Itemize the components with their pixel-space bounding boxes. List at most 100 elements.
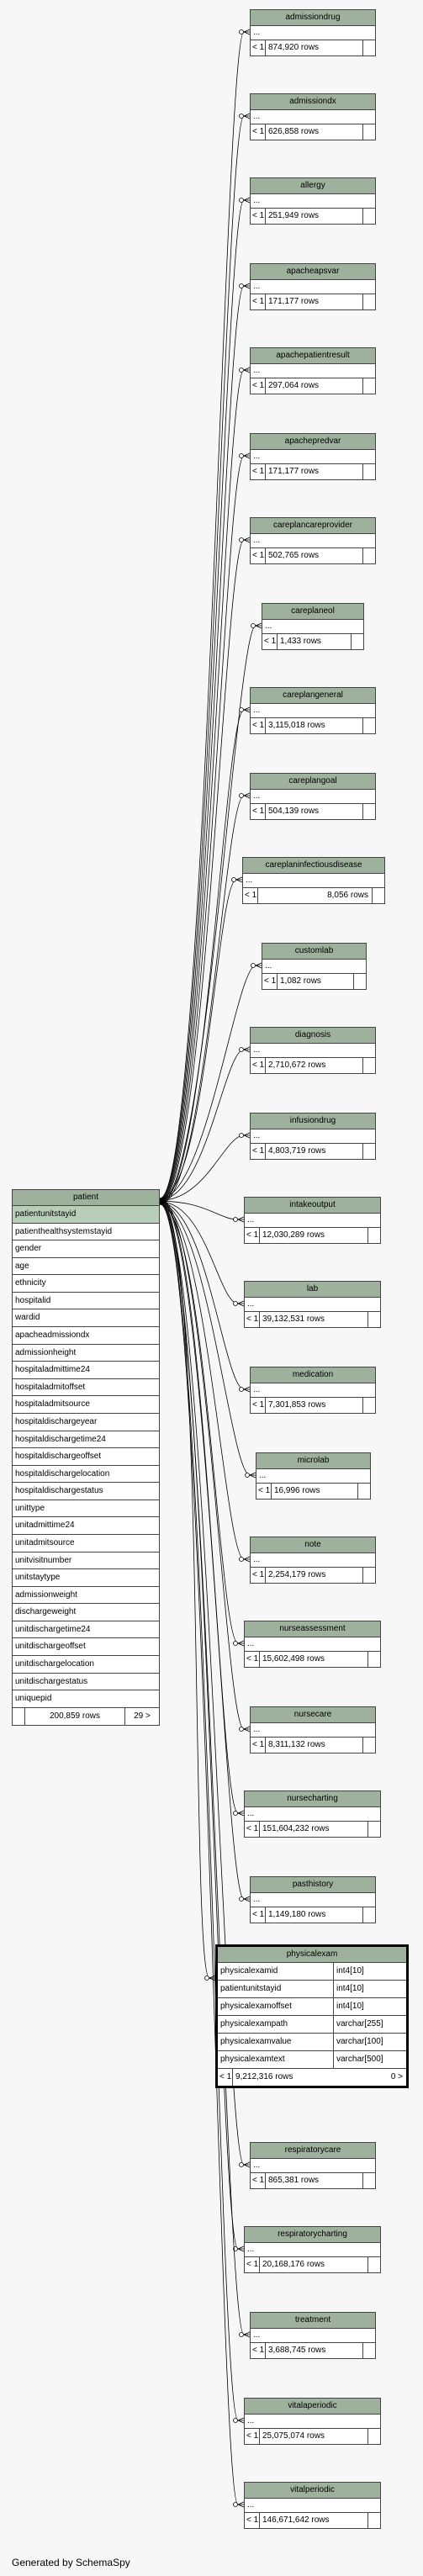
patient-column[interactable]: unitstaytype [13, 1569, 159, 1587]
careplaneol-table-header[interactable]: careplaneol [262, 604, 363, 620]
vitalaperiodic-table-header[interactable]: vitalaperiodic [245, 2399, 380, 2415]
patient-column[interactable]: hospitalid [13, 1293, 159, 1310]
patient-column[interactable]: unitdischargelocation [13, 1656, 159, 1674]
respiratorycharting-table-header[interactable]: respiratorycharting [245, 2227, 380, 2243]
patient-column[interactable]: apacheadmissiondx [13, 1327, 159, 1345]
patient-column[interactable]: age [13, 1258, 159, 1276]
patient-column-count[interactable]: 29 > [134, 1711, 151, 1721]
patient-column[interactable]: patienthealthsystemstayid [13, 1224, 159, 1241]
apachepatientresult-table-header[interactable]: apachepatientresult [251, 348, 375, 364]
note-table-header[interactable]: note [251, 1537, 375, 1553]
careplangoal-table-header[interactable]: careplangoal [251, 774, 375, 790]
patient-column[interactable]: unitvisitnumber [13, 1552, 159, 1570]
nursecare-table-header[interactable]: nursecare [251, 1707, 375, 1723]
patient-row-count: 200,859 rows [25, 1707, 125, 1725]
admissiondrug-table-header[interactable]: admissiondrug [251, 10, 375, 26]
patient-column[interactable]: gender [13, 1240, 159, 1258]
patient-column[interactable]: hospitaldischargelocation [13, 1466, 159, 1484]
admissiondx-table-header[interactable]: admissiondx [251, 94, 375, 110]
microlab-table-header[interactable]: microlab [256, 1453, 370, 1469]
vitalperiodic-table-header[interactable]: vitalperiodic [245, 2483, 380, 2499]
patient-column[interactable]: unitdischargestatus [13, 1674, 159, 1691]
customlab-table-header[interactable]: customlab [262, 944, 366, 960]
diagnosis-table-header[interactable]: diagnosis [251, 1028, 375, 1044]
patient-column[interactable]: hospitaldischargestatus [13, 1483, 159, 1500]
patient-column[interactable]: admissionheight [13, 1345, 159, 1362]
treatment-table-header[interactable]: treatment [251, 2313, 375, 2329]
intakeoutput-table-header[interactable]: intakeoutput [245, 1198, 380, 1214]
patient-column[interactable]: uniquepid [13, 1690, 159, 1708]
patient-column[interactable]: hospitaldischargetime24 [13, 1431, 159, 1449]
infusiondrug-table-header[interactable]: infusiondrug [251, 1113, 375, 1129]
patient-column[interactable]: admissionweight [13, 1587, 159, 1605]
pasthistory-table-header[interactable]: pasthistory [251, 1877, 375, 1893]
medication-table-header[interactable]: medication [251, 1367, 375, 1383]
careplangeneral-table-header[interactable]: careplangeneral [251, 688, 375, 704]
patient-column[interactable]: unitadmitsource [13, 1535, 159, 1552]
lab-table-header[interactable]: lab [245, 1282, 380, 1298]
careplaninfectiousdisease-table-header[interactable]: careplaninfectiousdisease [243, 858, 384, 874]
patient-column[interactable]: dischargeweight [13, 1604, 159, 1621]
careplancareprovider-table-header[interactable]: careplancareprovider [251, 518, 375, 534]
physicalexam-child-count[interactable]: 0 > [390, 2072, 403, 2081]
patient-column[interactable]: hospitaldischargeoffset [13, 1448, 159, 1466]
patient-column[interactable]: ethnicity [13, 1275, 159, 1293]
patient-column[interactable]: hospitaladmitsource [13, 1396, 159, 1414]
patient-table-header[interactable]: patient [13, 1190, 159, 1206]
allergy-table-header[interactable]: allergy [251, 178, 375, 194]
patient-column[interactable]: hospitaladmittime24 [13, 1362, 159, 1379]
patient-column[interactable]: unittype [13, 1500, 159, 1518]
physicalexam-table-header[interactable]: physicalexam [218, 1947, 406, 1963]
patient-column[interactable]: hospitaldischargeyear [13, 1414, 159, 1431]
patient-column[interactable]: unitadmittime24 [13, 1517, 159, 1535]
respiratorycare-table-header[interactable]: respiratorycare [251, 2143, 375, 2159]
apachepredvar-table-header[interactable]: apachepredvar [251, 434, 375, 450]
patient-column[interactable]: hospitaladmitoffset [13, 1379, 159, 1397]
apacheapsvar-table-header[interactable]: apacheapsvar [251, 264, 375, 280]
patient-column[interactable]: unitdischargeoffset [13, 1638, 159, 1657]
patient-column[interactable]: unitdischargetime24 [13, 1621, 159, 1639]
nurseassessment-table-header[interactable]: nurseassessment [245, 1621, 380, 1637]
diagnosis-expand-cell [363, 1058, 375, 1073]
patient-column[interactable]: patientunitstayid [13, 1206, 159, 1224]
patient-column[interactable]: wardid [13, 1309, 159, 1328]
nursecharting-table-header[interactable]: nursecharting [245, 1791, 380, 1807]
